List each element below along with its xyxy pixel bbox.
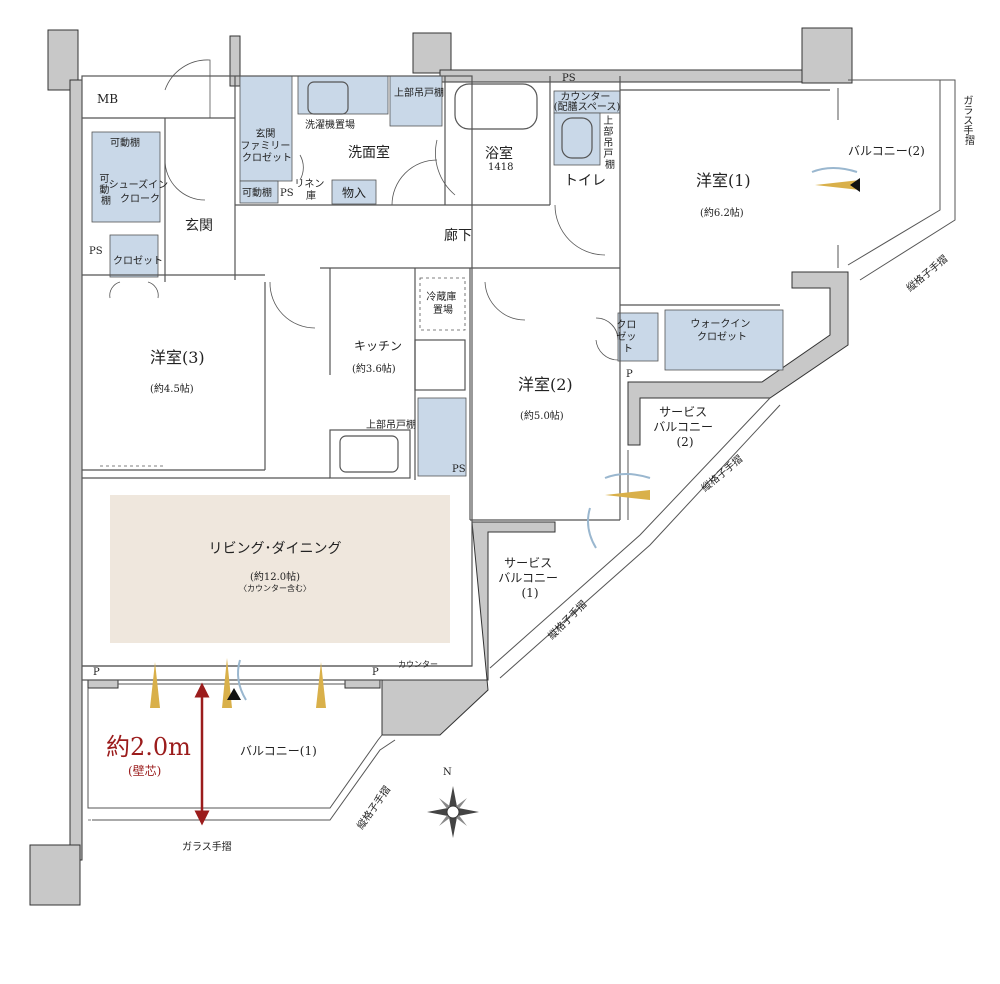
movable-shelf-3-label: 可動棚: [242, 186, 272, 199]
living-dining-size: (約12.0帖): [250, 570, 300, 583]
airflow-marks: [150, 180, 860, 708]
balcony-1-label: バルコニー(1): [240, 744, 317, 758]
living-dining-name: リビング･ダイニング: [209, 541, 342, 557]
movable-shelf-1-label: 可動棚: [110, 136, 140, 149]
room-labels: MB 玄関 ファミリー クロゼット 可動棚 可 動 棚 シューズイン クローク …: [89, 73, 976, 853]
vertical-rail-2-label: 縦格子手摺: [699, 452, 746, 494]
linen-label: リネン 庫: [294, 178, 327, 202]
closet-3-label: クロゼット: [113, 255, 163, 267]
western-room-3-size: (約4.5帖): [150, 382, 194, 395]
living-area-fill: [110, 495, 450, 643]
upper-cabinet-1-label: 上部吊戸棚: [394, 86, 444, 99]
western-room-3-name: 洋室(3): [150, 348, 205, 367]
ps-3-label: PS: [89, 246, 103, 257]
western-room-1-size: (約6.2帖): [700, 206, 744, 219]
p-1-label: P: [626, 369, 633, 380]
storage-room-label: 物入: [342, 186, 366, 200]
counter-space-label: カウンター (配膳スペース): [554, 91, 621, 113]
door-swings: [109, 59, 619, 361]
closet-2-label: クロ ゼッ ト: [616, 319, 639, 355]
glass-rail-right-label: ガ ラ ス 手 摺: [963, 95, 976, 147]
fridge-label: 冷蔵庫 置場: [426, 290, 459, 316]
walkin-closet-label: ウォークイン クロゼット: [690, 318, 753, 343]
ps-2-label: PS: [562, 73, 576, 84]
washer-label: 洗濯機置場: [305, 118, 355, 131]
p-3-label: P: [372, 667, 379, 678]
p-2-label: P: [93, 667, 100, 678]
hallway-label: 廊下: [444, 227, 472, 244]
counter-label: カウンター: [398, 660, 438, 669]
upper-cabinet-3-label: 上部吊戸棚: [366, 418, 416, 431]
entrance-label: 玄関: [185, 217, 213, 234]
toilet-label: トイレ: [564, 173, 606, 189]
vertical-rail-1-label: 縦格子手摺: [904, 252, 951, 294]
western-room-2-name: 洋室(2): [518, 375, 573, 394]
kitchen-name: キッチン: [354, 339, 402, 353]
shoes-in-closet-label: シューズイン クローク: [109, 178, 172, 205]
washroom-label: 洗面室: [348, 144, 390, 161]
vertical-rail-4-label: 縦格子手摺: [354, 783, 393, 831]
service-balcony-2-label: サービス バルコニー (2): [653, 405, 717, 449]
movable-shelf-2-label: 可 動 棚: [99, 174, 112, 207]
vertical-rail-3-label: 縦格子手摺: [545, 598, 590, 643]
living-dining-note: 〈カウンター含む〉: [239, 583, 311, 593]
glass-rail-bottom-label: ガラス手摺: [182, 840, 232, 853]
balcony-2-label: バルコニー(2): [848, 144, 925, 158]
western-room-1-name: 洋室(1): [696, 171, 751, 190]
family-closet-label: 玄関 ファミリー クロゼット: [240, 127, 293, 164]
ps-4-label: PS: [452, 464, 466, 475]
mb-label: MB: [97, 92, 118, 106]
storage-fills: [91, 75, 784, 477]
service-balcony-1-label: サービス バルコニー (1): [498, 556, 562, 600]
kitchen-size: (約3.6帖): [352, 362, 396, 375]
storage-room-box: [331, 179, 377, 205]
wind-marks: [237, 167, 858, 701]
balcony-outlines: [87, 79, 956, 821]
upper-cabinet-2-label: 上 部 吊 戸 棚: [603, 115, 616, 171]
western-room-2-size: (約5.0帖): [520, 409, 564, 422]
balcony-depth-note: (壁芯): [128, 763, 161, 778]
balcony-depth-value: 約2.0m: [106, 733, 191, 761]
compass-rose: [427, 786, 479, 838]
bath-label: 浴室: [485, 145, 513, 162]
viewpoint-triangles: [227, 178, 860, 700]
interior-walls: [81, 75, 830, 681]
bath-size-label: 1418: [488, 162, 513, 173]
walls: [29, 27, 853, 906]
compass-north-label: N: [443, 767, 452, 778]
ps-1-label: PS: [280, 188, 294, 199]
